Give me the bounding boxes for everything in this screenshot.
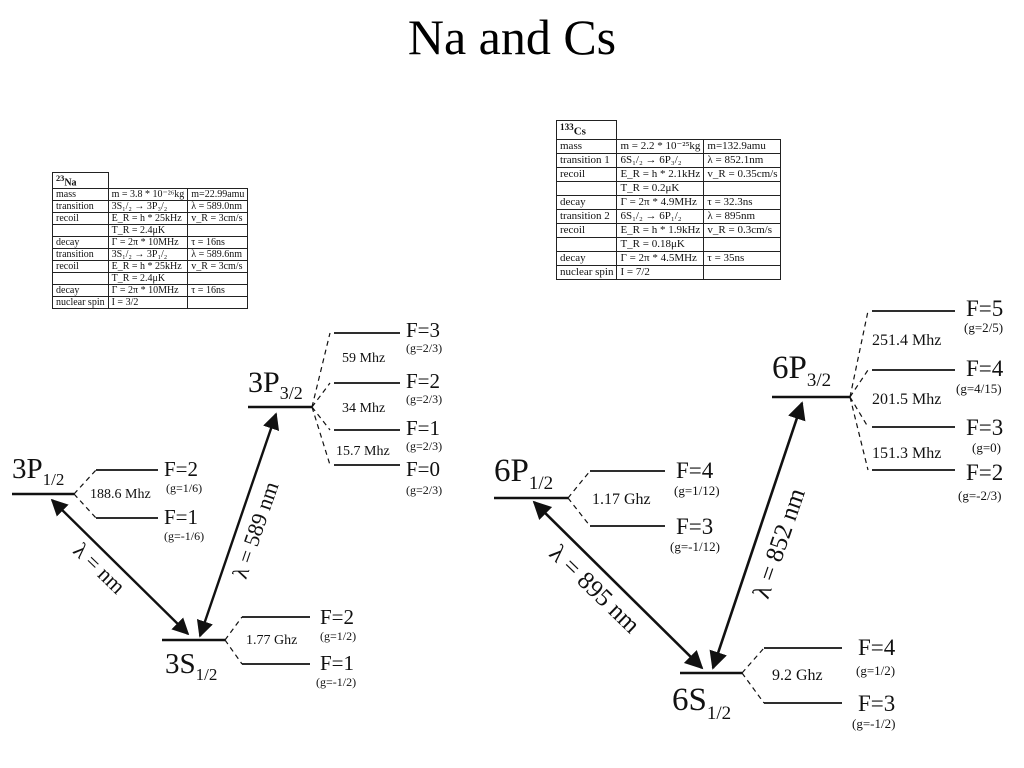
- na-3p12-f1-label: F=1: [164, 505, 198, 529]
- na-3p12-f1-g-factor: (g=-1/6): [164, 529, 204, 543]
- na-3s12-f1-label: F=1: [320, 651, 354, 675]
- na-3s12-f2-label: F=2: [320, 605, 354, 629]
- cs-d2-transition-arrow: [709, 401, 806, 670]
- na-3s12-f2-g-factor: (g=1/2): [320, 629, 356, 643]
- cs-6s12-f3-label: F=3: [858, 691, 895, 716]
- table-row: T_R = 0.2μK: [555, 180, 782, 196]
- cs-6s12-hyperfine-connectors: [741, 647, 765, 704]
- table-header-row: 23Na: [52, 171, 248, 190]
- cs-6p32-splitting-label: 151.3 Mhz: [872, 445, 941, 462]
- cs-6s12-splitting-label: 9.2 Ghz: [772, 667, 823, 684]
- cs-6s12-f4-g-factor: (g=1/2): [856, 663, 895, 678]
- table-row: T_R = 2.4μK: [52, 224, 249, 238]
- na-3p32-splitting-label: 15.7 Mhz: [336, 444, 390, 459]
- cs-6p32-f4-label: F=4: [966, 356, 1004, 381]
- na-3p32-f0-label: F=0: [406, 457, 440, 481]
- cs-diagram: [494, 310, 955, 704]
- na-d2-transition-arrow: [196, 412, 280, 638]
- isotope-mass-number: 23: [56, 174, 65, 183]
- cs-6p32-hyperfine-connectors: [849, 310, 869, 471]
- na-diagram: [12, 332, 400, 665]
- na-3p32-f2-g-factor: (g=2/3): [406, 392, 442, 406]
- na-3p32-splitting-label: 34 Mhz: [342, 401, 385, 416]
- na-3p32-level-label: 3P3/2: [248, 366, 303, 403]
- na-3p32-f3-g-factor: (g=2/3): [406, 341, 442, 355]
- na-3p32-f3-label: F=3: [406, 318, 440, 342]
- na-3p32-splitting-label: 59 Mhz: [342, 351, 385, 366]
- cs-6s12-f4-label: F=4: [858, 635, 896, 660]
- table-cell: λ = 852.1nm: [703, 152, 782, 168]
- na-3p12-f2-g-factor: (g=1/6): [166, 481, 202, 495]
- cs-6p12-splitting-label: 1.17 Ghz: [592, 491, 651, 508]
- na-3p12-level-label: 3P1/2: [12, 453, 64, 489]
- na-3p32-f1-g-factor: (g=2/3): [406, 439, 442, 453]
- table-cell: [703, 264, 782, 280]
- na-3p32-f1-label: F=1: [406, 416, 440, 440]
- cs-6p32-f5-label: F=5: [966, 296, 1003, 321]
- na-3s12-hyperfine-connectors: [224, 616, 243, 665]
- cs-6p32-f3-g-factor: (g=0): [972, 440, 1001, 455]
- table-cell: v_R = 3cm/s: [187, 212, 249, 226]
- na-3p32-f0-g-factor: (g=2/3): [406, 483, 442, 497]
- cs-6p32-splitting-label: 201.5 Mhz: [872, 391, 941, 408]
- cs-d1-transition-arrow: [532, 500, 704, 670]
- table-cell: recoil: [555, 166, 618, 182]
- na-3s12-level-label: 3S1/2: [165, 648, 217, 684]
- cs-d2-wavelength-label: λ = 852 nm: [748, 484, 811, 601]
- cs-6p32-f4-g-factor: (g=4/15): [956, 381, 1002, 396]
- element-symbol: Cs: [573, 125, 586, 138]
- table-cell: I = 7/2: [616, 264, 705, 280]
- element-symbol: Na: [64, 177, 77, 189]
- table-cell: τ = 35ns: [703, 250, 782, 266]
- cs-6p32-level-label: 6P3/2: [772, 350, 831, 391]
- cs-6p32-f5-g-factor: (g=2/5): [964, 320, 1003, 335]
- table-cell: decay: [555, 194, 618, 210]
- cs-6s12-level-label: 6S1/2: [672, 682, 731, 724]
- table-cell: [187, 296, 249, 310]
- table-cell: E_R = h * 1.9kHz: [616, 222, 705, 238]
- na-3p32-f2-label: F=2: [406, 369, 440, 393]
- page-title: Na and Cs: [407, 9, 617, 65]
- na-3s12-f1-g-factor: (g=-1/2): [316, 675, 356, 689]
- na-3p12-f2-label: F=2: [164, 457, 198, 481]
- cs-6p32-f2-g-factor: (g=-2/3): [958, 488, 1001, 503]
- na-3p32-hyperfine-connectors: [311, 332, 331, 466]
- isotope-mass-number: 133: [560, 122, 574, 132]
- cs-6p12-f3-g-factor: (g=-1/12): [670, 539, 720, 554]
- table-cell: v_R = 0.35cm/s: [703, 166, 782, 182]
- cs-6p12-f4-label: F=4: [676, 458, 714, 483]
- cs-6p12-f4-g-factor: (g=1/12): [674, 483, 720, 498]
- cs-6p32-splitting-label: 251.4 Mhz: [872, 332, 941, 349]
- na-3s12-splitting-label: 1.77 Ghz: [246, 633, 297, 648]
- table-cell: λ = 895nm: [703, 208, 782, 224]
- cs-d1-wavelength-label: λ = 895 nm: [544, 540, 645, 639]
- cs-6p12-level-label: 6P1/2: [494, 453, 553, 494]
- na-3p12-splitting-label: 188.6 Mhz: [90, 487, 151, 502]
- cs-6p32-f3-label: F=3: [966, 415, 1003, 440]
- na-labels: 3P3/2 3P1/2 3S1/2 F=3 (g=2/3) F=2 (g=2/3…: [12, 318, 442, 689]
- cs-6p12-hyperfine-connectors: [567, 470, 591, 527]
- element-header-cell: 23Na: [52, 171, 109, 190]
- table-cell: m = 2.2 * 10⁻²⁵kg: [616, 138, 705, 154]
- table-cell: v_R = 0.3cm/s: [703, 222, 782, 238]
- table-cell: nuclear spin: [555, 264, 618, 280]
- cs-6p12-f3-label: F=3: [676, 514, 713, 539]
- cs-6s12-f3-g-factor: (g=-1/2): [852, 716, 895, 731]
- cs-6p32-f2-label: F=2: [966, 460, 1003, 485]
- na-d1-transition-arrow: [50, 498, 190, 636]
- table-cell: decay: [555, 250, 618, 266]
